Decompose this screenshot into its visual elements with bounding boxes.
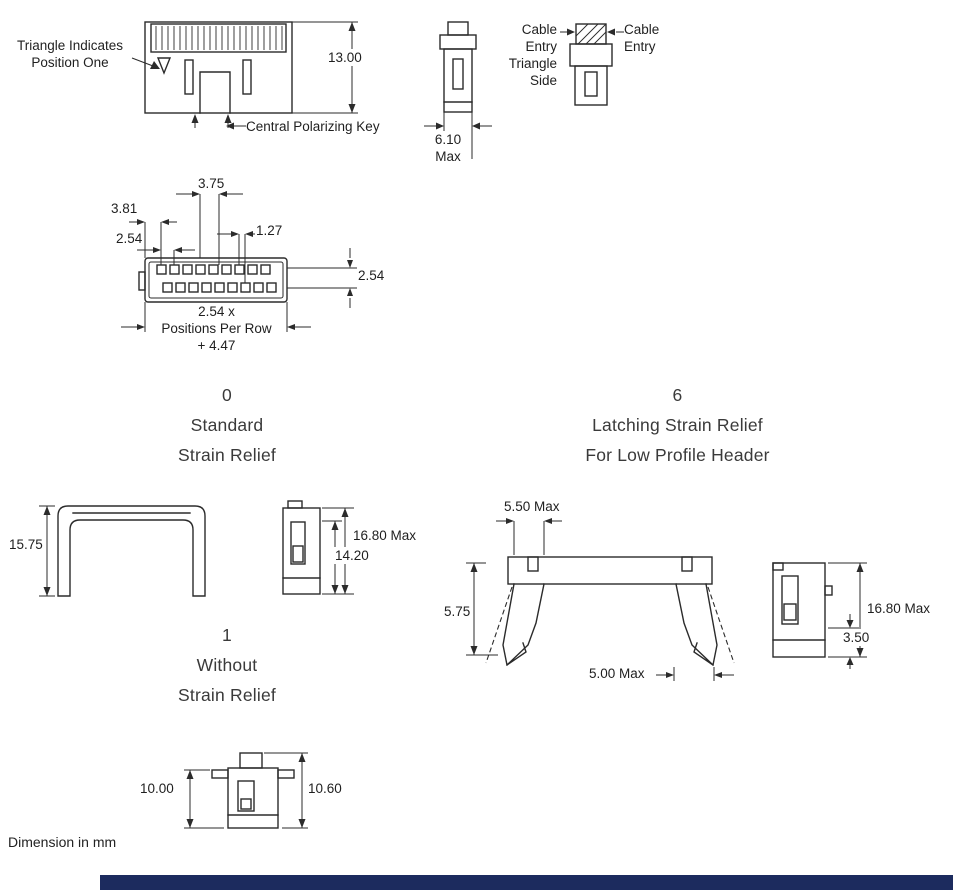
cable-entry-left-line3: Triangle [508,56,557,71]
section-latching-title: 6 Latching Strain Relief For Low Profile… [525,380,830,470]
section-without-line2: Strain Relief [178,685,276,705]
width-formula-line2: Positions Per Row [160,320,273,337]
width-formula-line1: 2.54 x [197,303,236,320]
dim-face-stagger: 1.27 [255,222,284,239]
section-latching-code: 6 [672,385,683,405]
dim-sr6-side-total: 16.80 Max [866,600,932,617]
footer-bar [100,875,953,890]
standard-strain-relief-front-drawing [39,505,206,597]
triangle-note: Triangle Indicates Position One [4,37,136,71]
dim-sr6-foot-width: 5.00 Max [588,665,646,682]
cable-entry-right-label: Cable Entry [624,21,684,55]
cable-entry-left-line1: Cable [521,22,557,37]
triangle-note-line2: Position One [31,55,109,70]
central-polarizing-key-label: Central Polarizing Key [246,119,380,134]
section-without-title: 1 Without Strain Relief [127,620,327,710]
dim-sr0-height: 15.75 [8,536,44,553]
dim-sr0-side-inner: 14.20 [334,547,370,564]
dim-end-width: 6.10 Max [423,131,473,165]
dim-sr6-leg-height: 5.75 [443,603,472,620]
section-without-code: 1 [222,625,232,645]
dim-face-width-formula: 2.54 x Positions Per Row + 4.47 [145,303,288,354]
cable-entry-left-line4: Side [529,73,557,88]
dim-sr1-front: 10.00 [139,780,175,797]
dim-face-pitch: 2.54 [115,230,144,247]
section-standard-line2: Strain Relief [178,445,276,465]
contact-face-view-drawing [121,191,357,332]
section-standard-title: 0 Standard Strain Relief [127,380,327,470]
dim-end-width-value: 6.10 [433,131,463,148]
section-standard-code: 0 [222,385,232,405]
dim-sr6-side-bottom: 3.50 [842,629,871,646]
cable-entry-left-label: Cable Entry Triangle Side [504,21,557,89]
dim-face-row-pitch: 2.54 [357,267,386,284]
without-strain-relief-drawing [184,752,308,829]
cable-entry-left-line2: Entry [525,39,557,54]
dimension-units-note: Dimension in mm [8,834,117,850]
section-standard-line1: Standard [190,415,264,435]
connector-front-view-drawing [131,21,358,130]
dim-end-width-qualifier: Max [434,148,462,165]
dim-face-b: 3.81 [110,200,139,217]
section-latching-line2: For Low Profile Header [585,445,770,465]
cable-entry-right-line2: Entry [624,39,656,54]
cable-entry-view-drawing [560,23,624,106]
section-without-line1: Without [196,655,258,675]
triangle-note-line1: Triangle Indicates [16,38,124,53]
cable-entry-left-arrow-icon [567,28,575,36]
cable-entry-right-line1: Cable [624,22,660,37]
dim-face-a: 3.75 [197,175,226,192]
section-latching-line1: Latching Strain Relief [592,415,763,435]
dim-sr1-side: 10.60 [307,780,343,797]
latching-strain-relief-side-drawing [772,562,867,669]
latching-strain-relief-front-drawing [466,518,735,681]
dim-sr6-top-width: 5.50 Max [503,498,561,515]
position-one-triangle-mark [156,57,172,75]
dim-front-height: 13.00 [327,49,363,66]
standard-strain-relief-side-drawing [282,500,354,595]
cable-entry-right-arrow-icon [607,28,615,36]
width-formula-line3: + 4.47 [196,337,237,354]
dim-sr0-side-total: 16.80 Max [352,527,418,544]
